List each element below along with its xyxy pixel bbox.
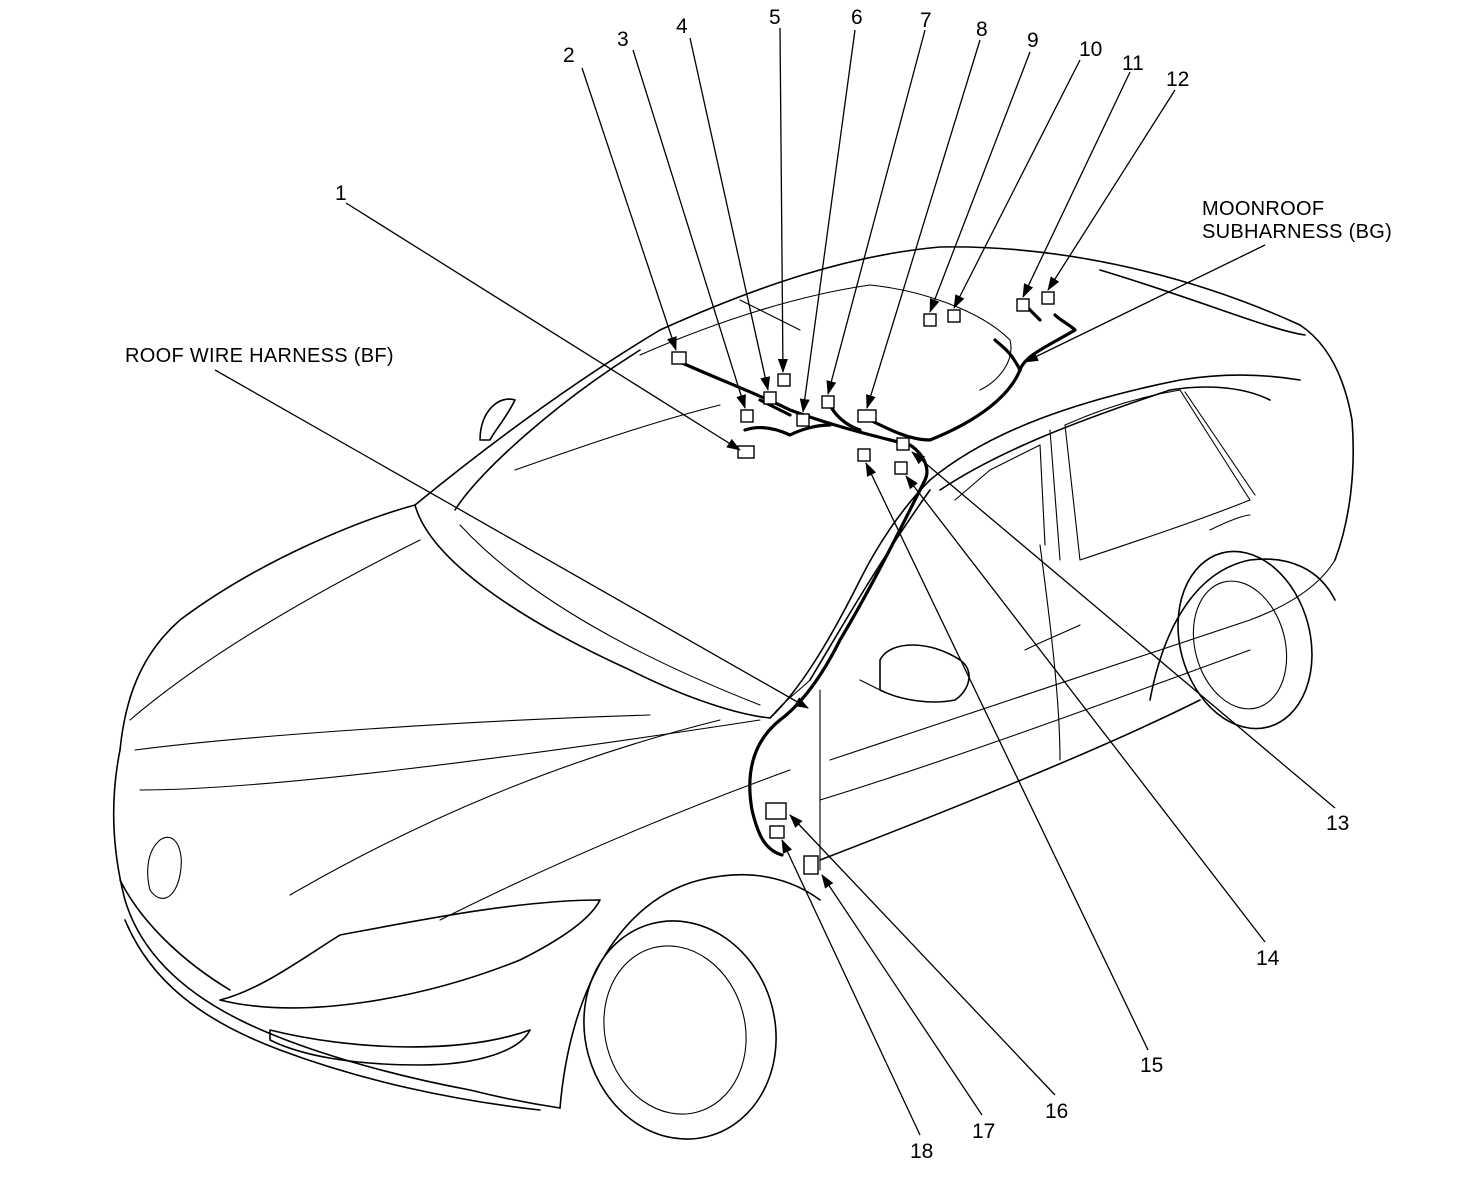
callout-2: 2: [563, 44, 575, 67]
callout-8: 8: [976, 18, 988, 41]
connector-3: [740, 409, 754, 423]
connector-13: [896, 437, 910, 451]
connector-1: [737, 445, 755, 459]
callout-10: 10: [1079, 38, 1102, 61]
callout-1: 1: [335, 182, 347, 205]
callout-13: 13: [1326, 812, 1349, 835]
callout-17: 17: [972, 1120, 995, 1143]
connector-5: [777, 373, 791, 387]
connector-18: [803, 855, 819, 875]
connector-17: [769, 825, 785, 839]
connector-15: [857, 448, 871, 462]
label-moonroof-line2: SUBHARNESS (BG): [1202, 221, 1392, 243]
callout-4: 4: [676, 15, 688, 38]
moonroof-subharness: [868, 298, 1077, 442]
harness-labels: ROOF WIRE HARNESS (BF) MOONROOF SUBHARNE…: [125, 198, 1392, 367]
connector-11: [1016, 298, 1030, 312]
connector-7: [821, 395, 835, 409]
connector-8: [857, 409, 877, 423]
label-roof-wire-harness: ROOF WIRE HARNESS (BF): [125, 345, 394, 367]
callout-14: 14: [1256, 947, 1280, 970]
connector-16: [765, 802, 787, 820]
connector-2: [671, 351, 687, 365]
callout-5: 5: [769, 6, 781, 29]
connector-14: [894, 461, 908, 475]
connector-6: [796, 413, 810, 427]
callout-6: 6: [851, 6, 863, 29]
callout-18: 18: [910, 1140, 933, 1163]
label-moonroof-line1: MOONROOF: [1202, 198, 1324, 220]
connectors: [671, 291, 1055, 875]
callout-3: 3: [617, 28, 629, 51]
leader-lines: [214, 27, 1336, 1136]
callout-numbers: 1 2 3 4 5 6 7 8 9 10 11 12 13 14 15 16 1…: [335, 6, 1349, 1163]
callout-15: 15: [1140, 1054, 1163, 1077]
callout-12: 12: [1166, 68, 1189, 91]
connector-9: [923, 313, 937, 327]
connector-4: [763, 391, 777, 405]
connector-10: [947, 309, 961, 323]
connector-12: [1041, 291, 1055, 305]
callout-16: 16: [1045, 1100, 1068, 1123]
callout-11: 11: [1122, 52, 1144, 75]
moonroof-opening: [639, 284, 1012, 391]
callout-7: 7: [920, 9, 932, 32]
car-body-outline: [112, 246, 1354, 1140]
callout-9: 9: [1027, 29, 1039, 52]
